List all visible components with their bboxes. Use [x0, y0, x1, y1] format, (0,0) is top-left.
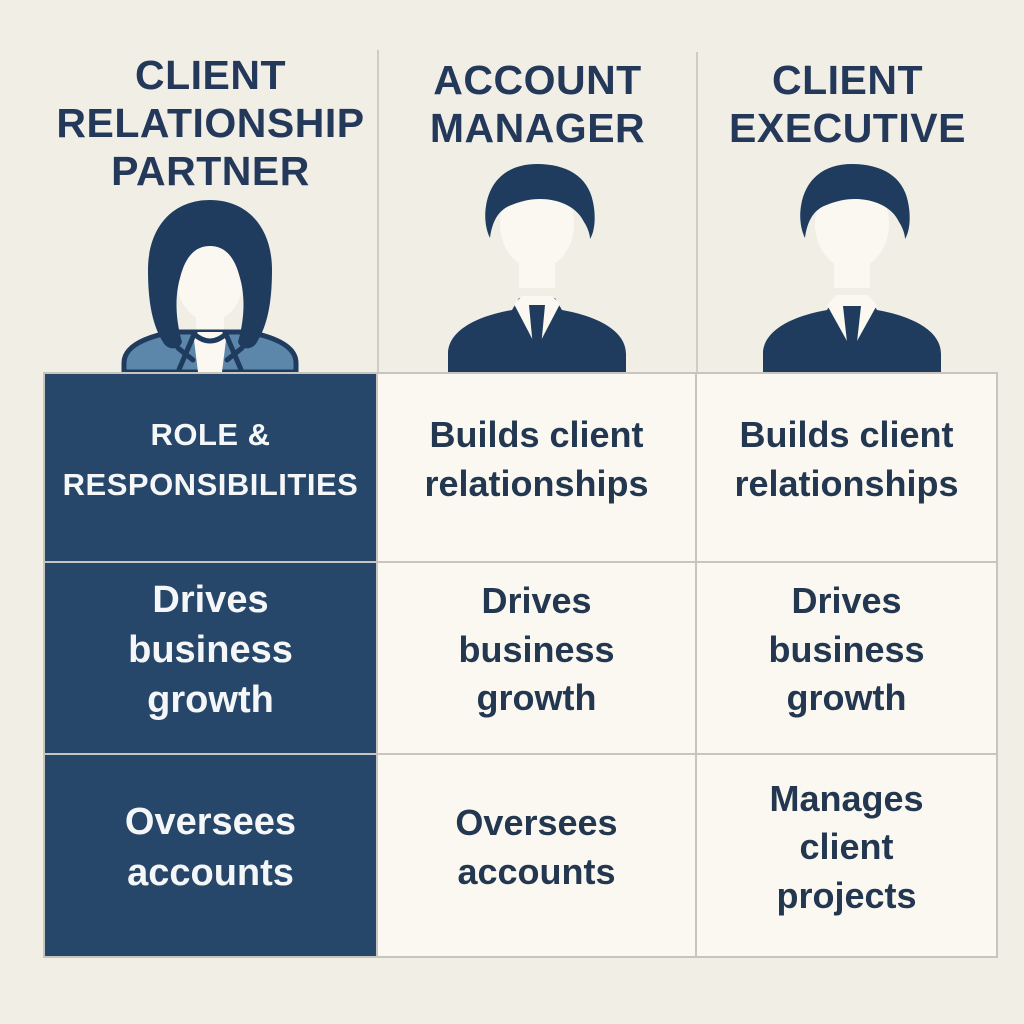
table-cell: Manages client projects	[697, 755, 996, 956]
cell-text: Oversees accounts	[455, 801, 618, 892]
man-avatar-icon	[753, 158, 951, 372]
avatar-hair	[485, 164, 595, 239]
table-cell: Oversees accounts	[45, 755, 376, 956]
avatar-tie	[843, 306, 861, 360]
table-cell: Drives business growth	[45, 563, 376, 753]
cell-text: Drives business growth	[128, 578, 293, 722]
man-avatar-icon	[438, 158, 636, 372]
cell-text: Builds client relationships	[734, 413, 959, 504]
column-header-client-relationship-partner: CLIENT RELATIONSHIP PARTNER	[56, 52, 365, 194]
avatar-lapels	[175, 329, 245, 372]
woman-avatar-icon	[110, 196, 310, 372]
cell-text: Drives business growth	[768, 580, 925, 719]
cell-text: Builds client relationships	[424, 413, 649, 504]
avatar-face	[177, 239, 243, 321]
table-cell: Drives business growth	[378, 563, 695, 753]
man-avatar-icon	[763, 164, 941, 372]
cell-text: Oversees accounts	[124, 801, 297, 894]
avatar-tie	[529, 305, 545, 358]
avatar-hair	[148, 200, 272, 349]
cell-text: Drives business growth	[458, 580, 615, 719]
avatar-shirt	[193, 332, 227, 372]
table-cell: Drives business growth	[697, 563, 996, 753]
table-cell: Oversees accounts	[378, 755, 695, 956]
woman-avatar-icon	[121, 200, 299, 372]
table-cell: Builds client relationships	[378, 374, 695, 561]
avatar-hair	[800, 164, 910, 239]
table-cell: Builds client relationships	[697, 374, 996, 561]
header-divider	[377, 50, 379, 372]
cell-text: Manages client projects	[769, 777, 924, 916]
column-header-client-executive: CLIENT EXECUTIVE	[729, 57, 966, 151]
man-avatar-icon	[448, 164, 626, 372]
header-divider	[696, 52, 698, 372]
table-cell-role-responsibilities: ROLE & RESPONSIBILITIES	[45, 374, 376, 561]
cell-text: ROLE & RESPONSIBILITIES	[62, 416, 359, 502]
column-header-account-manager: ACCOUNT MANAGER	[429, 57, 646, 151]
comparison-table: ROLE & RESPONSIBILITIES Builds client re…	[43, 372, 998, 958]
